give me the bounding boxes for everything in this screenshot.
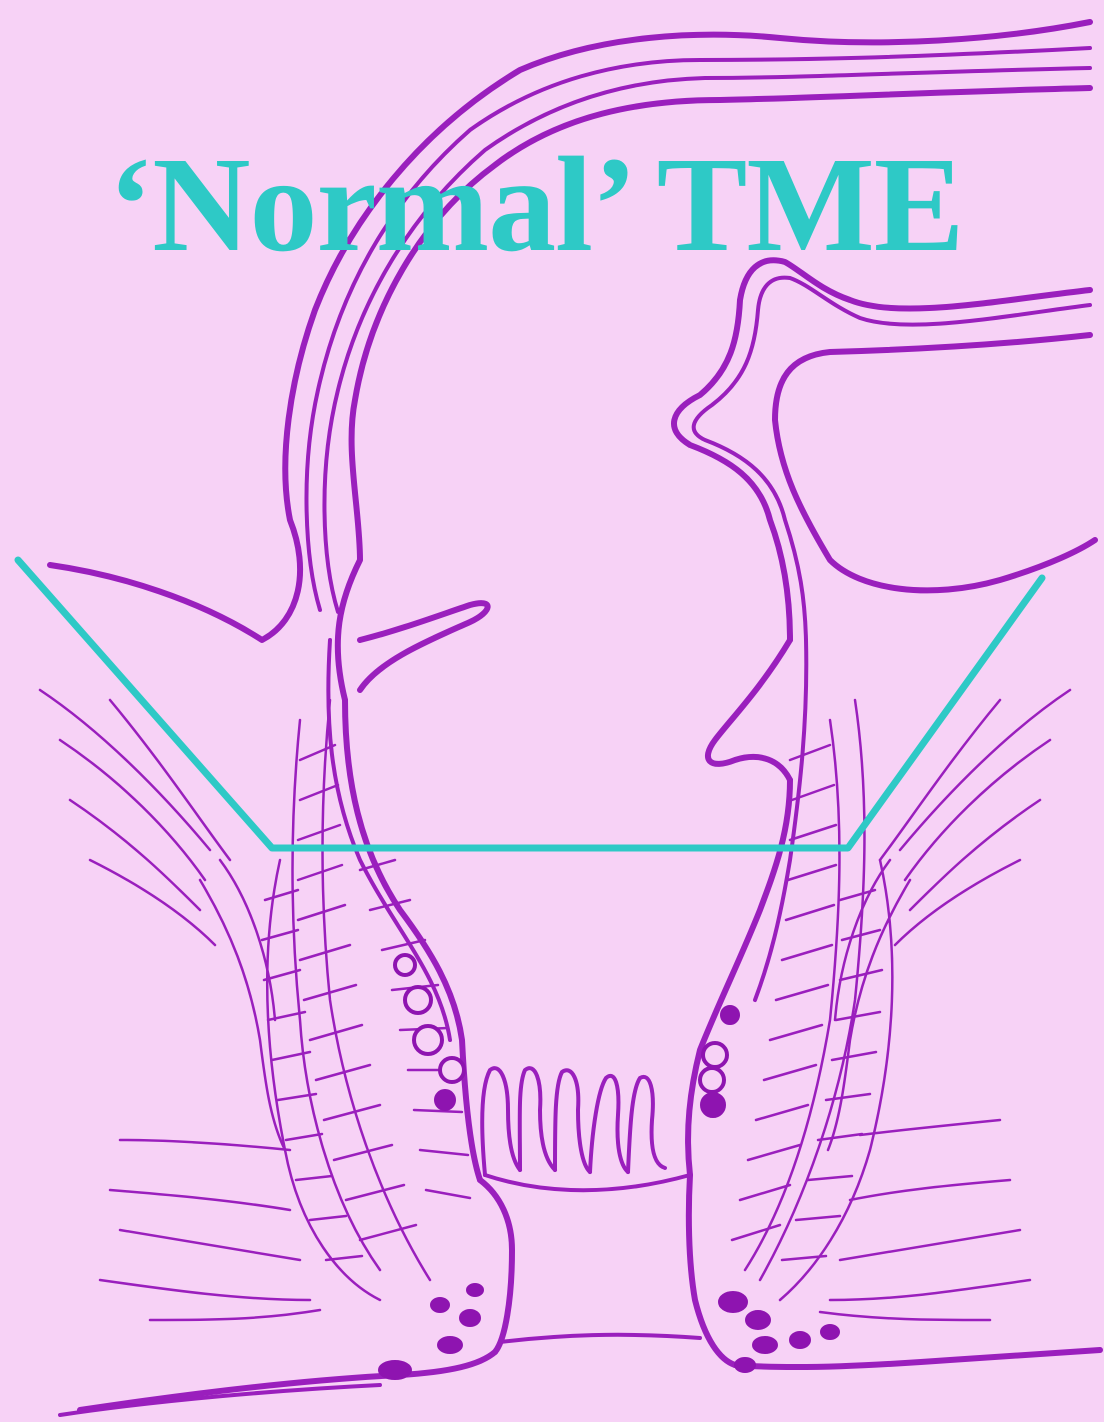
skin-line-right (735, 1350, 1100, 1367)
skin-line-left (80, 1352, 495, 1410)
valve-right (708, 640, 790, 780)
anal-columns (482, 1068, 690, 1190)
vessels-right (700, 1006, 739, 1117)
outer-wall-left (50, 22, 1090, 640)
skin-line-center (500, 1335, 700, 1342)
fibers-right (820, 690, 1070, 1320)
upper-right-wall (775, 335, 1095, 590)
valve-left (360, 603, 488, 690)
page-title: ‘Normal’ TME (108, 130, 1098, 280)
lumen-wall-right-inner (755, 640, 806, 1000)
fibers-left (40, 690, 320, 1320)
anal-canal-left (480, 1180, 512, 1352)
